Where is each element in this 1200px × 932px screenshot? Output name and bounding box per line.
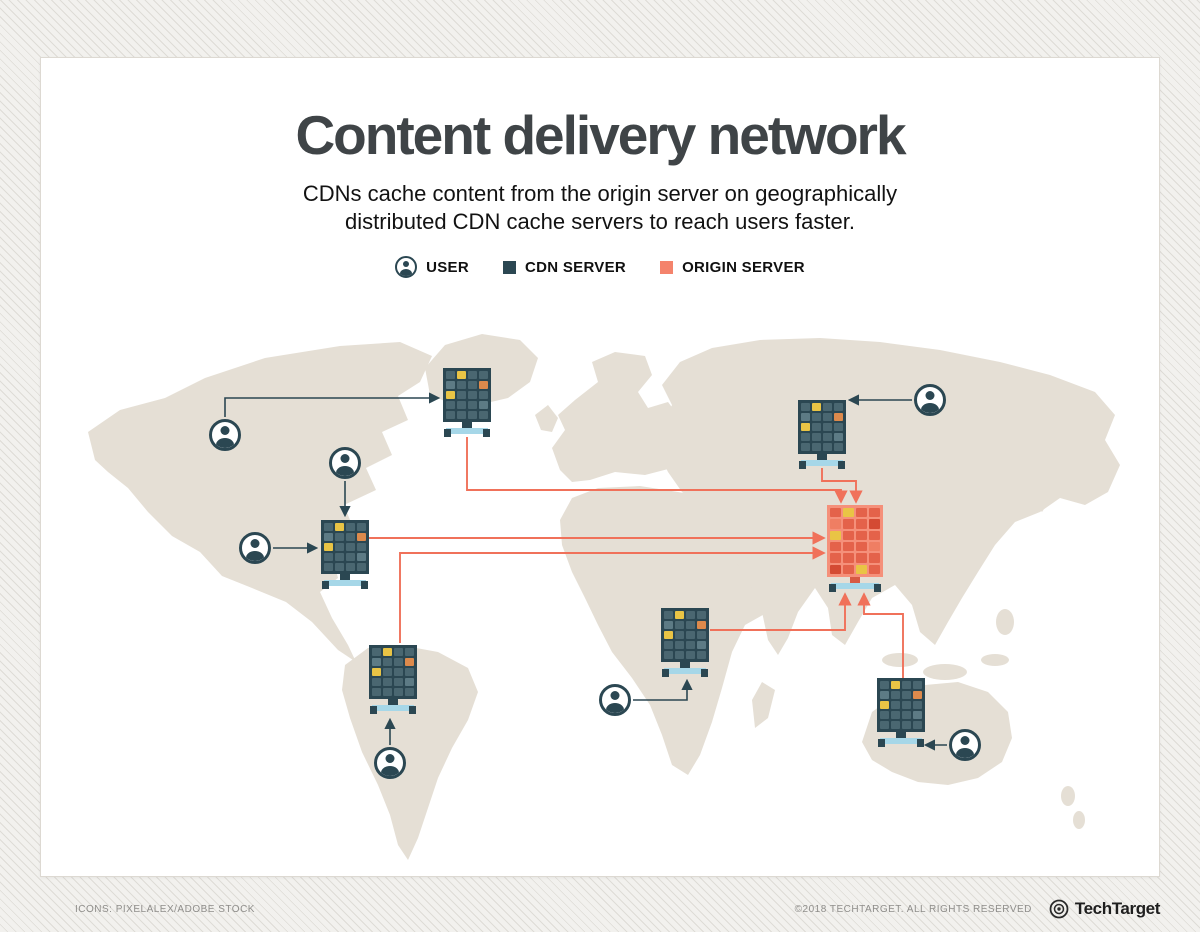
link-cdn-3-origin [399,546,826,643]
server-rack [798,400,846,454]
server-rack [827,505,883,577]
page-subtitle: CDNs cache content from the origin serve… [302,181,898,234]
server-base [322,580,368,589]
link-cdn-4-origin [710,592,852,631]
cdn-server-icon-australia [877,678,925,747]
user-icon-5 [599,684,631,716]
cdn-server-legend-icon [502,260,516,274]
server-base [799,460,845,469]
cdn-server-icon-north-asia [798,400,846,469]
techtarget-logo: TechTarget [1048,898,1160,920]
map-north-america [88,342,432,662]
origin-links [369,437,904,678]
legend-label-user: USER [426,258,469,276]
user-legend-icon [395,256,418,278]
map-new-zealand-1 [1061,786,1075,806]
server-base [370,705,416,714]
legend-item-cdn-server: CDN SERVER [502,258,627,276]
cdn-server-icon-africa [661,608,709,677]
map-japan [1032,455,1062,512]
user-icon-2 [329,447,361,479]
legend-item-user: USER [395,256,469,278]
server-rack [661,608,709,662]
map-new-zealand-2 [1073,811,1085,829]
user-links [224,392,947,751]
legend-label-origin-server: ORIGIN SERVER [682,258,805,276]
server-base [829,583,881,592]
server-stem [340,574,350,580]
server-base [878,738,924,747]
server-rack [443,368,491,422]
techtarget-brand-text: TechTarget [1074,899,1161,918]
map-continents [88,334,1120,860]
server-rack [877,678,925,732]
link-cdn-1-origin [466,437,848,504]
user-icon-4 [374,747,406,779]
server-base [662,668,708,677]
copyright-text: ©2018 TECHTARGET. ALL RIGHTS RESERVED [794,903,1032,915]
link-user-5-cdn-4 [633,678,693,701]
server-rack [321,520,369,574]
cdn-server-icon-northeast-america [443,368,491,437]
footer-right: ©2018 TECHTARGET. ALL RIGHTS RESERVED Te… [795,898,1160,920]
cdn-server-icon-south-america [369,645,417,714]
legend-label-cdn-server: CDN SERVER [524,258,627,276]
map-madagascar [752,682,775,728]
server-stem [462,422,472,428]
legend: USER CDN SERVER ORIGIN SERVER [0,256,1200,278]
map-indonesia-3 [981,654,1009,666]
server-stem [850,577,860,583]
cdn-server-icon-west-north-america [321,520,369,589]
link-user-1-cdn-1 [224,392,441,417]
user-icon-1 [209,419,241,451]
icons-credit: ICONS: PIXELALEX/ADOBE STOCK [75,904,255,915]
map-philippines [996,609,1014,635]
origin-server-icon [827,505,883,592]
map-asia [658,338,1120,655]
page-title: Content delivery network [295,104,906,166]
server-stem [896,732,906,738]
techtarget-target-icon [1049,899,1069,919]
map-british-isles [535,405,558,432]
link-cdn-5-origin [821,468,863,504]
map-indonesia-1 [882,653,918,667]
server-rack [369,645,417,699]
map-indonesia-2 [923,664,967,680]
map-europe [552,352,685,482]
user-icon-7 [949,729,981,761]
server-stem [388,699,398,705]
server-stem [680,662,690,668]
user-icon-3 [239,532,271,564]
link-cdn-6-origin [857,592,904,678]
server-base [444,428,490,437]
origin-server-legend-icon [660,260,674,274]
server-stem [817,454,827,460]
user-icon-6 [914,384,946,416]
legend-item-origin-server: ORIGIN SERVER [660,259,805,276]
